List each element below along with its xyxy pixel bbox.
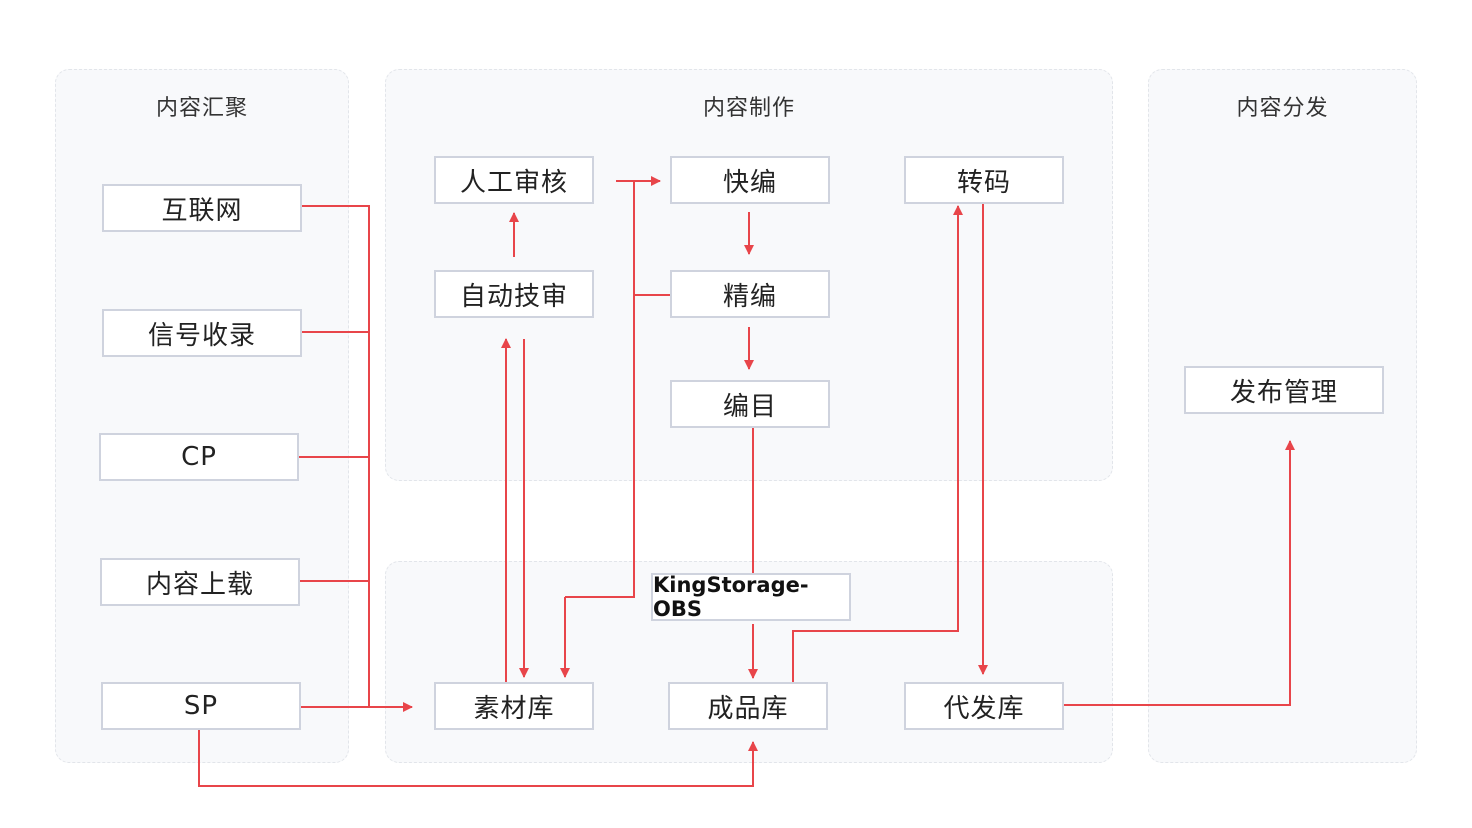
node-cp[interactable]: CP: [99, 433, 299, 481]
node-product-library[interactable]: 成品库: [668, 682, 828, 730]
node-quick-edit[interactable]: 快编: [670, 156, 830, 204]
node-dispatch-library[interactable]: 代发库: [904, 682, 1064, 730]
panel-content-aggregation: [55, 69, 349, 763]
panel-title-production: 内容制作: [702, 96, 795, 121]
node-material-library[interactable]: 素材库: [434, 682, 594, 730]
panel-title-aggregation: 内容汇聚: [155, 96, 248, 121]
node-signal-ingest[interactable]: 信号收录: [102, 309, 302, 357]
node-transcode[interactable]: 转码: [904, 156, 1064, 204]
node-manual-review[interactable]: 人工审核: [434, 156, 594, 204]
node-fine-edit[interactable]: 精编: [670, 270, 830, 318]
node-catalog[interactable]: 编目: [670, 380, 830, 428]
panel-title-distribution: 内容分发: [1236, 96, 1329, 121]
panel-content-distribution: [1148, 69, 1417, 763]
node-publish-management[interactable]: 发布管理: [1184, 366, 1384, 414]
node-sp[interactable]: SP: [101, 682, 301, 730]
node-content-upload[interactable]: 内容上载: [100, 558, 300, 606]
node-internet[interactable]: 互联网: [102, 184, 302, 232]
node-auto-review[interactable]: 自动技审: [434, 270, 594, 318]
node-kingstorage-obs[interactable]: KingStorage-OBS: [651, 573, 851, 621]
